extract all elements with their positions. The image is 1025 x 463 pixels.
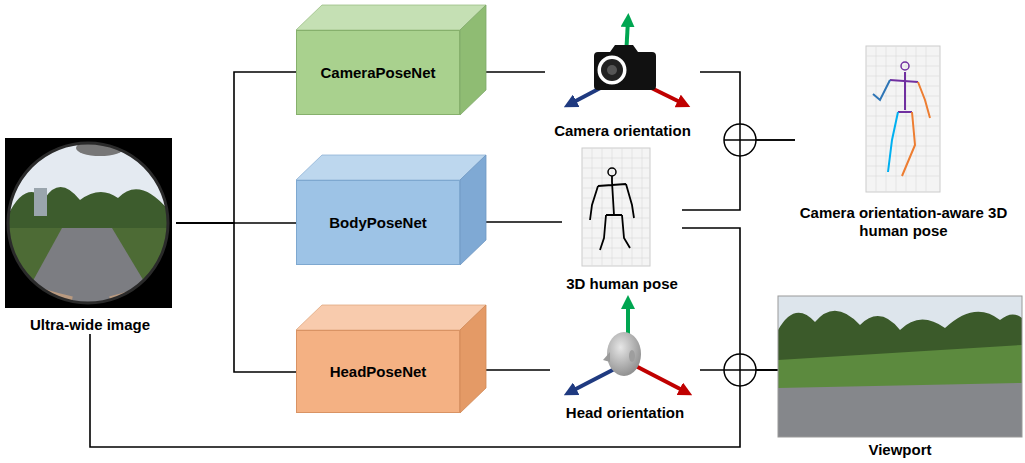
circled-plus [724, 354, 756, 386]
image-node: Viewport [778, 296, 1022, 459]
figure-node: Camera orientation-aware 3D human pose [795, 40, 1012, 240]
body-net-faces [296, 155, 486, 265]
camera-lens [607, 65, 617, 75]
head-icon [570, 302, 686, 392]
arm [14, 282, 72, 300]
grid-lines [866, 46, 940, 192]
box-top [296, 305, 486, 330]
node-label: HeadPoseNet [330, 363, 427, 381]
stick-figure [590, 176, 634, 250]
image-frame [5, 138, 172, 308]
camera-lens [601, 59, 623, 81]
ear [629, 350, 635, 362]
viewport-image [778, 296, 1022, 437]
node-label: Camera orientation [554, 122, 691, 140]
combine-symbol [724, 354, 756, 386]
fisheye-image [5, 138, 172, 308]
box-side [460, 155, 486, 265]
node-label: Viewport [868, 441, 931, 459]
network-box: BodyPoseNet [296, 180, 460, 265]
icon-node: Camera orientation [545, 8, 700, 140]
stick-head [608, 168, 616, 176]
fisheye-scene [5, 138, 172, 308]
skeleton-leg [888, 112, 898, 172]
network-box: HeadPoseNet [296, 330, 460, 413]
skeleton-hips [898, 111, 912, 113]
grid-panel [582, 148, 650, 266]
camera-body [594, 45, 656, 90]
nose [603, 352, 610, 362]
skeleton-leg [902, 112, 915, 176]
box-top [296, 155, 486, 180]
grid-lines [582, 148, 650, 266]
head-net-faces [296, 305, 486, 413]
image-node: Ultra-wide image [4, 136, 176, 334]
sky [778, 296, 1022, 437]
plus-mark [724, 124, 756, 156]
connector-line [682, 228, 778, 370]
aware-pose-figure [866, 46, 940, 192]
node-label: BodyPoseNet [329, 214, 427, 232]
skeleton-head [901, 62, 909, 70]
lens-rim [8, 143, 168, 303]
road [778, 383, 1022, 437]
skeleton-arm [873, 80, 890, 100]
pose-figure [582, 148, 650, 266]
node-label: CameraPoseNet [320, 64, 435, 82]
camera-lens [596, 54, 628, 86]
building [34, 188, 47, 216]
node-label: Head orientation [566, 404, 684, 422]
grass [778, 345, 1022, 390]
skeleton-shoulders [890, 80, 918, 82]
node-label: Ultra-wide image [30, 316, 150, 334]
icon-node: Head orientation [550, 295, 700, 422]
image-frame [778, 296, 1022, 437]
node-label: 3D human pose [566, 275, 678, 293]
plus-mark [724, 354, 756, 386]
box-side [460, 305, 486, 413]
box-side [460, 5, 486, 115]
network-box: CameraPoseNet [296, 30, 460, 115]
skeleton-arm [918, 82, 930, 118]
grass [5, 228, 172, 308]
connector-line [176, 72, 296, 223]
head-shape [607, 332, 641, 376]
camera-net-faces [296, 5, 486, 115]
grid-panel [866, 46, 940, 192]
road [18, 228, 160, 308]
box-top [296, 5, 486, 30]
skeleton-torso [904, 72, 906, 110]
figure-node: 3D human pose [562, 145, 682, 293]
circled-plus [724, 124, 756, 156]
combine-symbol [724, 124, 756, 156]
connector-line [176, 223, 296, 372]
node-label: Camera orientation-aware 3D human pose [797, 204, 1010, 240]
camera-icon [570, 20, 684, 104]
